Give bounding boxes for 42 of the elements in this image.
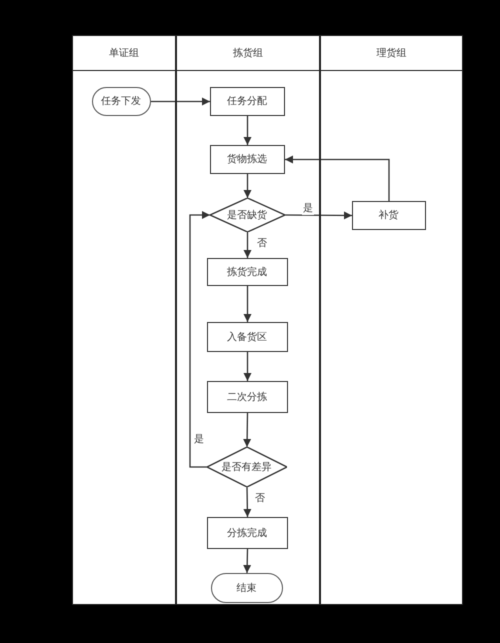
arrow bbox=[285, 156, 390, 201]
node-label: 是否缺货 bbox=[227, 208, 267, 222]
arrow bbox=[285, 211, 352, 220]
lane-title: 理货组 bbox=[376, 47, 406, 60]
swimlane bbox=[176, 35, 320, 605]
swimlane bbox=[72, 35, 176, 605]
arrow bbox=[244, 232, 252, 258]
lane-title: 单证组 bbox=[109, 46, 139, 60]
node-label: 任务分配 bbox=[227, 95, 267, 108]
arrow bbox=[189, 211, 210, 468]
node-label: 是否有差异 bbox=[222, 460, 272, 474]
node-label: 入备货区 bbox=[227, 330, 267, 344]
node-label: 分拣完成 bbox=[227, 526, 267, 540]
node-label: 货物拣选 bbox=[227, 152, 267, 166]
arrow bbox=[244, 286, 252, 322]
arrow bbox=[243, 413, 252, 447]
arrow bbox=[243, 548, 252, 574]
process-box bbox=[210, 144, 284, 174]
edge-label: 否 bbox=[256, 238, 268, 250]
edge-label: 否 bbox=[254, 493, 266, 505]
decision-diamond bbox=[210, 198, 284, 232]
process-box bbox=[206, 380, 288, 412]
edge-label: 是 bbox=[193, 434, 205, 446]
node-label: 结束 bbox=[236, 582, 256, 594]
edge-label: 是 bbox=[302, 203, 314, 215]
arrow bbox=[244, 174, 252, 198]
node-label: 补货 bbox=[378, 208, 398, 222]
arrow bbox=[151, 98, 210, 106]
node-label: 任务下发 bbox=[101, 95, 141, 108]
swimlane bbox=[320, 35, 463, 605]
node-label: 二次分拣 bbox=[227, 390, 267, 404]
process-box bbox=[206, 322, 288, 352]
process-box bbox=[206, 516, 288, 548]
arrow bbox=[244, 116, 252, 145]
process-box bbox=[352, 200, 426, 230]
process-box bbox=[210, 86, 284, 116]
lane-title: 拣货组 bbox=[233, 46, 263, 60]
arrow bbox=[244, 352, 252, 381]
decision-diamond bbox=[206, 446, 286, 486]
process-box bbox=[206, 258, 288, 286]
node-label: 拣货完成 bbox=[227, 266, 267, 278]
arrow bbox=[243, 486, 252, 518]
